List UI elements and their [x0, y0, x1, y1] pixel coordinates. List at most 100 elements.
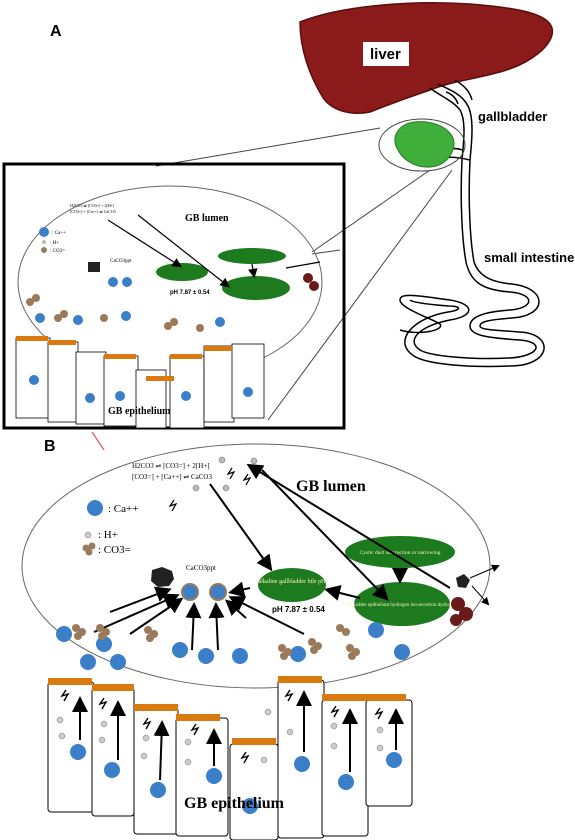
apical-membranes	[48, 676, 406, 745]
duct-arrow	[471, 585, 490, 606]
inset-h-legend: : H+	[50, 241, 59, 246]
inset-caco3-label: CaCO3ppt	[110, 259, 132, 264]
alkaline-bile-oval	[258, 568, 326, 602]
inset-equation-line1: H2CO3 ⇌ [CO3=] + 2[H+]	[70, 203, 115, 208]
inset-membrane	[204, 346, 232, 351]
inset-ca-ion	[122, 277, 132, 287]
panel-a-label: A	[50, 23, 62, 40]
inset-alkaline-oval	[156, 263, 208, 281]
inset-cell	[203, 345, 235, 423]
cell-arrows	[72, 690, 404, 781]
inset-co3-ion	[54, 314, 62, 322]
inset-ph-label: pH 7.87 ± 0.54	[170, 290, 210, 296]
inset-co3-ion	[170, 318, 178, 326]
small-intestine-label: small intestine	[484, 250, 574, 265]
inset-membrane	[48, 340, 76, 345]
inset-h-ion	[42, 240, 46, 244]
inset-arrow	[107, 219, 183, 268]
inset-membrane	[146, 376, 174, 381]
lightning-icon	[60, 689, 384, 764]
inset-co3-ion	[41, 247, 47, 253]
inset-ca-ion	[35, 313, 45, 323]
lumen-label: GB lumen	[296, 478, 366, 495]
lumen-outline	[21, 443, 491, 689]
liver-shape	[299, 2, 554, 114]
inset-membrane	[16, 336, 48, 341]
cystic-duct-text: Cystic duct obstruction or narrowing	[360, 550, 441, 556]
caco3-ion	[181, 583, 199, 601]
hydrogen-secretion-text: Gallbladder epithelium hydrogen ion secr…	[343, 603, 462, 608]
epithelial-cells	[47, 679, 413, 840]
duct-stone	[459, 607, 473, 621]
equation-to-hydrogen-arrow	[261, 469, 389, 601]
inset-ca-legend: : Ca++	[52, 231, 66, 236]
legend-h-label: : H+	[98, 529, 118, 541]
duct-precipitate	[456, 574, 470, 588]
inset-epithelium-label: GB epithelium	[108, 406, 171, 417]
inset-arrow	[248, 263, 258, 279]
caco3-precipitate	[151, 567, 174, 587]
inset-co3-ion	[60, 310, 68, 318]
legend-co3-label: : CO3=	[98, 544, 131, 556]
inset-ca-ion	[181, 391, 191, 401]
inset-co3-ion	[32, 294, 40, 302]
inset-ca-ion	[215, 317, 225, 327]
zoom-line	[267, 169, 453, 421]
duct-stone	[451, 597, 465, 611]
inset-co3-ion	[26, 298, 34, 306]
panel-a-inset: GB lumen H2CO3 ⇌ [CO3=] + 2[H+] [CO3=] +…	[15, 185, 323, 429]
inset-ca-ion	[29, 375, 39, 385]
inset-arrow	[137, 214, 230, 288]
equation-to-ph-arrow	[209, 483, 273, 572]
legend-ca-label: : Ca++	[108, 503, 138, 515]
legend-h-icon	[84, 531, 92, 539]
inset-precipitate	[88, 262, 100, 272]
ion-arrow	[228, 596, 305, 635]
duct-to-lumen-arrow	[246, 463, 451, 589]
inset-co3-ion	[196, 324, 204, 332]
inset-co3-legend: : CO3=	[50, 249, 65, 254]
caco3-ion	[209, 583, 227, 601]
zoom-line	[155, 127, 381, 167]
inset-lumen-label: GB lumen	[185, 213, 229, 224]
lumen-co3-ions	[72, 624, 360, 660]
inset-duct-stone	[303, 273, 313, 283]
inset-ca-ion	[39, 227, 49, 237]
inset-ca-ion	[73, 315, 83, 325]
bile-duct	[429, 79, 475, 263]
ph-to-caco3-arrow	[228, 581, 251, 598]
duct-arrow	[469, 564, 500, 579]
gallbladder-shape	[394, 121, 455, 168]
inset-co3-ion	[100, 314, 108, 322]
ph-label: pH 7.87 ± 0.54	[272, 605, 325, 614]
inset-duct-stone	[309, 281, 319, 291]
alkaline-bile-text: alkaline gallbladder bile pH	[259, 579, 326, 585]
inset-cell	[103, 355, 139, 427]
inset-equation-line2: [CO3=] + [Ca++] ⇌ CaCO3	[70, 209, 116, 214]
ion-arrow	[109, 586, 172, 613]
small-intestine	[399, 261, 545, 368]
panel-b-label: B	[44, 438, 56, 455]
inset-ca-ion	[108, 277, 118, 287]
ion-arrow	[208, 602, 225, 651]
inset-co3-ion	[164, 322, 172, 330]
ion-arrow	[185, 602, 202, 651]
gallbladder-zoom-oval	[378, 118, 466, 172]
legend-co3-icon	[82, 542, 96, 556]
ion-arrow	[129, 597, 184, 635]
inset-membrane	[104, 354, 136, 359]
inset-cell	[47, 341, 79, 423]
legend-ca-icon	[87, 500, 103, 516]
inset-ca-ion	[121, 311, 131, 321]
cell-ca-ions	[70, 744, 402, 814]
inset-ca-ion	[85, 393, 95, 403]
zoom-line	[311, 249, 341, 255]
lumen-h-ions	[192, 456, 258, 492]
liver-label-box	[363, 42, 409, 66]
inset-hydrogen-oval	[222, 276, 290, 300]
caco3-label: CaCO3ppt	[186, 564, 216, 572]
inset-ca-ion	[115, 391, 125, 401]
cell-h-ions	[56, 708, 384, 766]
liver-label: liver	[370, 46, 401, 63]
